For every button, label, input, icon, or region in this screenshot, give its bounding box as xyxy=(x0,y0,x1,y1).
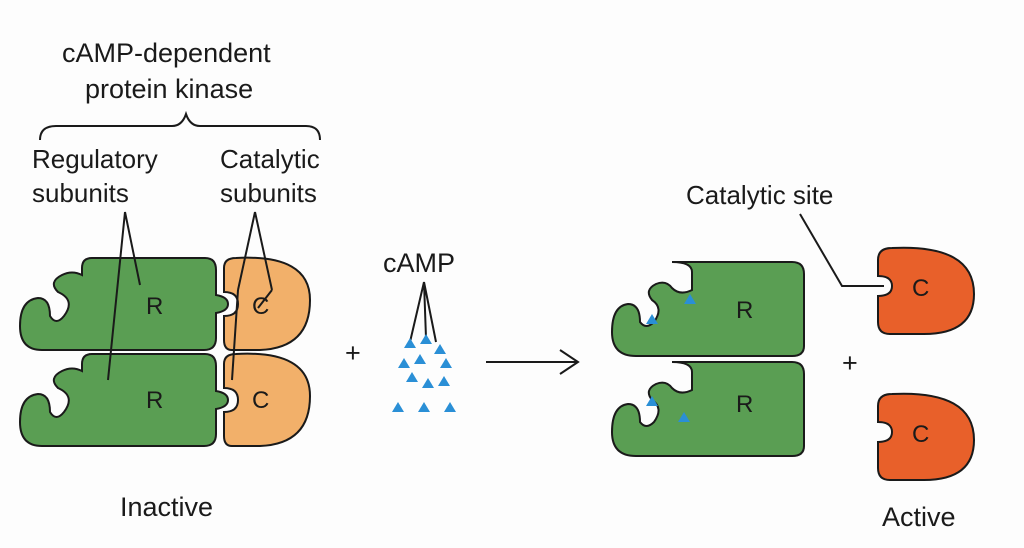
regulatory-subunit-top-bound xyxy=(611,261,805,357)
regulatory-letter-right-top: R xyxy=(736,297,753,324)
catalytic-label-line2: subunits xyxy=(220,178,317,208)
regulatory-label-line2: subunits xyxy=(32,178,129,208)
regulatory-letter-right-bottom: R xyxy=(736,391,753,418)
regulatory-letter-top: R xyxy=(146,293,163,320)
kinase-title-line2: protein kinase xyxy=(85,74,253,104)
catalytic-letter-active-top: C xyxy=(912,275,929,302)
catalytic-site-label: Catalytic site xyxy=(686,180,833,210)
catalytic-label-line1: Catalytic xyxy=(220,144,320,174)
regulatory-subunit-bottom xyxy=(19,353,229,447)
camp-label: cAMP xyxy=(383,248,455,278)
kinase-bracket xyxy=(39,110,321,141)
catalytic-letter-bottom: C xyxy=(252,387,269,414)
inactive-label: Inactive xyxy=(120,492,213,522)
regulatory-label-line1: Regulatory xyxy=(32,144,158,174)
catalytic-leader-lines xyxy=(231,211,273,381)
bound-camp-molecules xyxy=(646,294,696,422)
camp-molecules xyxy=(392,334,456,412)
regulatory-letter-bottom: R xyxy=(146,387,163,414)
plus-right: + xyxy=(842,348,858,378)
plus-left: + xyxy=(345,338,361,368)
active-label: Active xyxy=(882,502,956,532)
kinase-title-line1: cAMP-dependent xyxy=(62,38,271,68)
regulatory-subunit-bottom-bound xyxy=(611,361,805,457)
reaction-arrow xyxy=(486,349,580,375)
camp-leader-lines xyxy=(409,281,437,343)
regulatory-subunit-top xyxy=(19,257,229,351)
catalytic-site-leader xyxy=(799,213,884,287)
regulatory-leader-lines xyxy=(107,211,141,381)
catalytic-letter-active-bottom: C xyxy=(912,421,929,448)
